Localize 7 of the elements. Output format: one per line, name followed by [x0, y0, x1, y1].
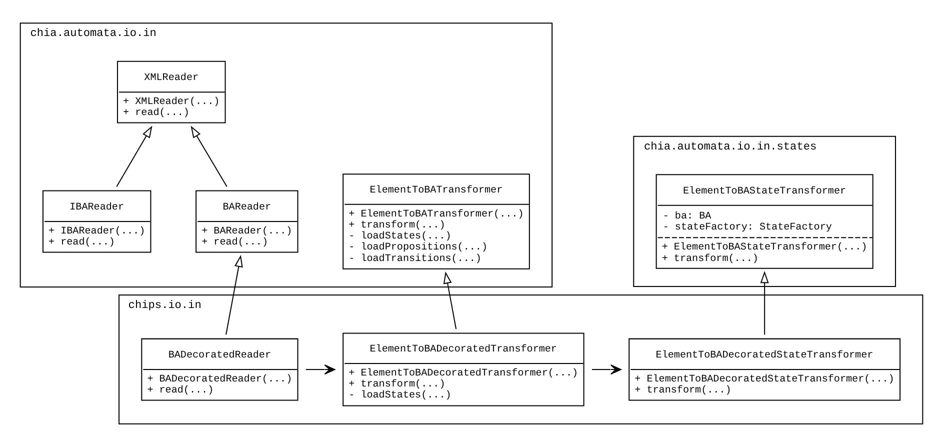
arrow — [592, 364, 622, 375]
arrow — [760, 271, 769, 335]
arrow — [190, 126, 228, 187]
arrow — [306, 364, 336, 375]
arrow — [443, 272, 457, 330]
arrow — [226, 254, 243, 335]
arrow — [116, 126, 152, 187]
